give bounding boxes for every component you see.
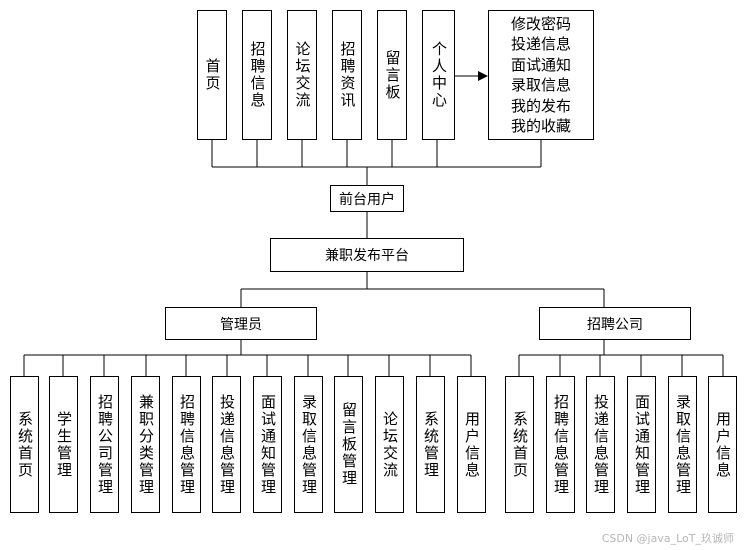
admin-item-label: 用户信息 bbox=[463, 410, 481, 479]
admin-item-label: 系统管理 bbox=[422, 410, 440, 479]
front-item-forum: 论坛交流 bbox=[287, 10, 317, 140]
admin-item-label: 系统首页 bbox=[16, 410, 34, 479]
front-user-node: 前台用户 bbox=[330, 185, 404, 212]
admin-item-label: 招聘公司管理 bbox=[96, 393, 114, 496]
admin-item-label: 面试通知管理 bbox=[259, 393, 277, 496]
admin-item-application-mgmt: 投递信息管理 bbox=[212, 376, 241, 513]
front-item-label: 留言板 bbox=[383, 49, 402, 101]
admin-item-offer-mgmt: 录取信息管理 bbox=[294, 376, 323, 513]
admin-item-label: 招聘信息管理 bbox=[178, 393, 196, 496]
platform-label: 兼职发布平台 bbox=[325, 248, 409, 264]
company-item-job-info-mgmt: 招聘信息管理 bbox=[546, 376, 575, 513]
front-user-label: 前台用户 bbox=[339, 191, 395, 208]
front-item-label: 招聘信息 bbox=[248, 41, 267, 109]
company-item-interview-mgmt: 面试通知管理 bbox=[627, 376, 656, 513]
function-label: 投递信息 bbox=[510, 35, 571, 53]
function-label: 修改密码 bbox=[510, 14, 571, 33]
admin-item-user-info: 用户信息 bbox=[457, 376, 486, 513]
company-item-system-home: 系统首页 bbox=[505, 376, 534, 513]
function-label: 录取信息 bbox=[510, 76, 571, 94]
company-item-label: 投递信息管理 bbox=[592, 393, 610, 496]
admin-item-job-info-mgmt: 招聘信息管理 bbox=[172, 376, 201, 513]
admin-item-label: 学生管理 bbox=[55, 410, 73, 479]
company-item-label: 系统首页 bbox=[511, 410, 529, 479]
platform-node: 兼职发布平台 bbox=[270, 238, 464, 272]
admin-item-company-mgmt: 招聘公司管理 bbox=[90, 376, 119, 513]
watermark: CSDN @java_LoT_玖诚师 bbox=[601, 532, 734, 545]
admin-item-label: 论坛交流 bbox=[381, 410, 399, 479]
front-item-job-info: 招聘信息 bbox=[242, 10, 272, 140]
admin-item-label: 兼职分类管理 bbox=[137, 393, 155, 496]
company-item-label: 录取信息管理 bbox=[674, 393, 692, 496]
admin-item-system-mgmt: 系统管理 bbox=[416, 376, 445, 513]
admin-item-label: 留言板管理 bbox=[340, 402, 358, 487]
company-item-offer-mgmt: 录取信息管理 bbox=[668, 376, 697, 513]
company-item-label: 用户信息 bbox=[714, 410, 732, 479]
front-item-label: 个人中心 bbox=[430, 41, 448, 109]
admin-item-student-mgmt: 学生管理 bbox=[49, 376, 78, 513]
function-label: 我的收藏 bbox=[510, 117, 571, 135]
admin-label: 管理员 bbox=[220, 316, 262, 333]
admin-item-label: 录取信息管理 bbox=[300, 393, 318, 496]
front-item-label: 首页 bbox=[203, 58, 222, 92]
admin-item-interview-mgmt: 面试通知管理 bbox=[253, 376, 282, 513]
front-item-message-board: 留言板 bbox=[377, 10, 407, 140]
company-item-label: 面试通知管理 bbox=[633, 393, 651, 496]
admin-item-category-mgmt: 兼职分类管理 bbox=[131, 376, 160, 513]
personal-center-functions: 修改密码 投递信息 面试通知 录取信息 我的发布 我的收藏 bbox=[488, 10, 594, 140]
front-item-personal-center: 个人中心 bbox=[422, 10, 455, 140]
admin-item-forum: 论坛交流 bbox=[375, 376, 404, 513]
admin-item-message-board-mgmt: 留言板管理 bbox=[334, 376, 363, 513]
admin-item-system-home: 系统首页 bbox=[10, 376, 39, 513]
function-label: 我的发布 bbox=[510, 96, 571, 115]
admin-node: 管理员 bbox=[165, 307, 317, 340]
arrow-head-icon bbox=[478, 71, 488, 81]
company-item-user-info: 用户信息 bbox=[708, 376, 737, 513]
company-label: 招聘公司 bbox=[587, 316, 643, 333]
company-item-application-mgmt: 投递信息管理 bbox=[586, 376, 615, 513]
company-node: 招聘公司 bbox=[539, 307, 691, 340]
front-item-home: 首页 bbox=[197, 10, 227, 140]
front-item-label: 论坛交流 bbox=[293, 41, 312, 109]
admin-item-label: 投递信息管理 bbox=[218, 393, 236, 496]
company-item-label: 招聘信息管理 bbox=[552, 393, 570, 496]
front-item-job-news: 招聘资讯 bbox=[332, 10, 362, 140]
function-label: 面试通知 bbox=[510, 55, 571, 74]
front-item-label: 招聘资讯 bbox=[338, 41, 357, 109]
